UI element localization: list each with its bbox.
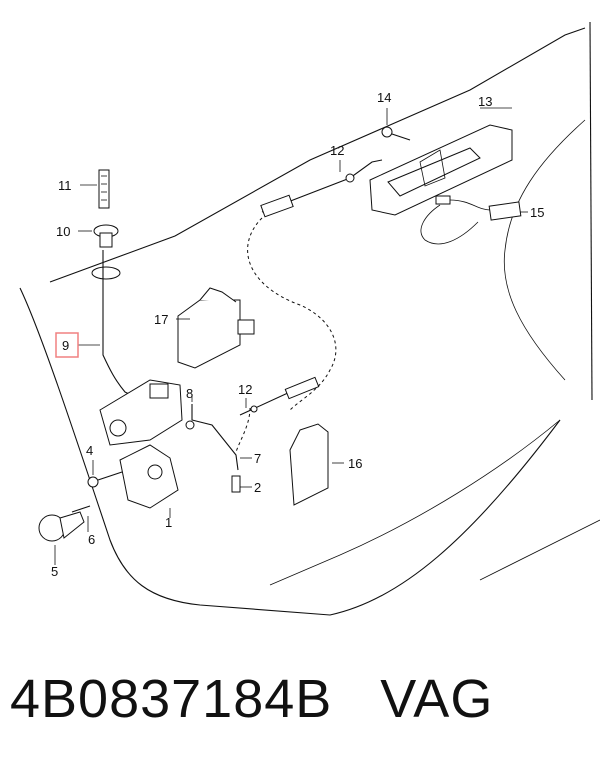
inner-handle-part-13 (369, 107, 513, 216)
grommet-part-10 (78, 224, 119, 248)
bracket-part-17 (176, 287, 255, 369)
callout-16: 16 (348, 456, 362, 471)
pin-part-7-2 (231, 457, 252, 493)
panel-part-16 (289, 423, 344, 506)
door-panel (19, 21, 600, 616)
callout-6: 6 (88, 532, 95, 547)
callout-9: 9 (62, 338, 69, 353)
cable-part-8 (185, 394, 239, 471)
cable-route (247, 217, 337, 411)
callout-12-upper: 12 (330, 143, 344, 158)
rod-part-9 (102, 250, 151, 405)
screw-part-4 (87, 460, 123, 488)
callout-10: 10 (56, 224, 70, 239)
callout-8: 8 (186, 386, 193, 401)
callout-15: 15 (530, 205, 544, 220)
striker-part-5-6 (38, 505, 91, 565)
part-caption: 4B0837184B VAG (10, 668, 600, 748)
callout-1: 1 (165, 515, 172, 530)
callout-12-lower: 12 (238, 382, 252, 397)
callout-9-highlight-box (55, 332, 79, 358)
callout-5: 5 (51, 564, 58, 579)
callout-7: 7 (254, 451, 261, 466)
lock-assembly-part-1 (99, 379, 183, 518)
cable-part-12-upper (260, 159, 383, 218)
callout-4: 4 (86, 443, 93, 458)
callout-13: 13 (478, 94, 492, 109)
callout-14: 14 (377, 90, 391, 105)
switch-part-15 (420, 195, 528, 245)
callout-2: 2 (254, 480, 261, 495)
cable-route-lower (235, 407, 251, 453)
door-exploded-diagram: 1 2 4 5 6 7 8 9 10 11 12 12 13 14 15 16 … (19, 21, 600, 616)
bolt-part-11 (80, 169, 110, 209)
callout-11: 11 (58, 178, 72, 193)
screw-part-14 (381, 108, 411, 141)
part-number: 4B0837184B (10, 669, 333, 729)
callout-17: 17 (154, 312, 168, 327)
washer (91, 266, 121, 280)
cable-part-12-lower (239, 376, 320, 416)
brand-label: VAG (380, 669, 494, 729)
